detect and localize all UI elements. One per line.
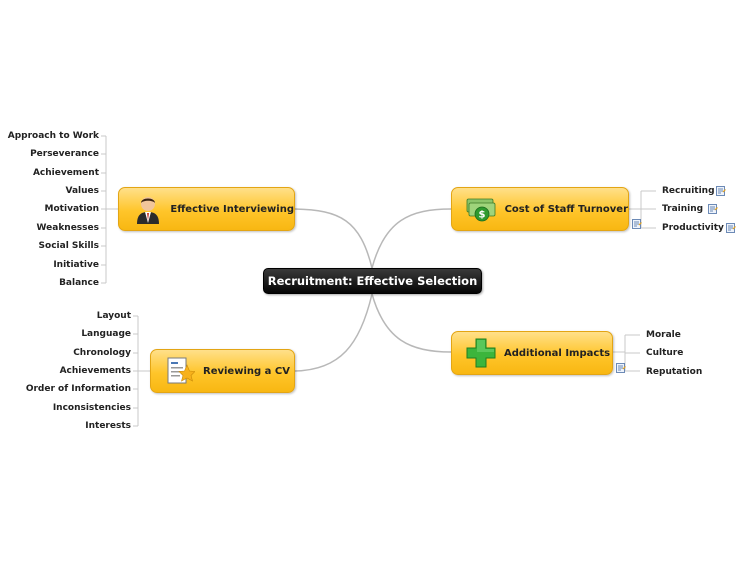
subtopic-recruiting[interactable]: Recruiting [662, 186, 715, 196]
subtopic-layout[interactable]: Layout [96, 311, 131, 321]
svg-text:$: $ [479, 210, 486, 221]
note-icon[interactable] [716, 186, 726, 196]
subtopic-language[interactable]: Language [81, 329, 131, 339]
money-icon: $ [466, 194, 499, 224]
subtopic-reputation[interactable]: Reputation [646, 367, 703, 377]
note-icon[interactable] [708, 204, 718, 214]
subtopic-interests[interactable]: Interests [85, 421, 131, 431]
subtopic-morale[interactable]: Morale [646, 330, 681, 340]
topic-label: Reviewing a CV [203, 365, 290, 377]
topic-cost-of-staff-turnover[interactable]: $ Cost of Staff Turnover [451, 187, 629, 231]
subtopic-order-of-information[interactable]: Order of Information [25, 384, 131, 394]
central-topic[interactable]: Recruitment: Effective Selection [263, 268, 482, 294]
topic-label: Cost of Staff Turnover [504, 203, 628, 215]
subtopic-achievements[interactable]: Achievements [59, 366, 131, 376]
topic-reviewing-cv[interactable]: Reviewing a CV [150, 349, 295, 393]
subtopic-chronology[interactable]: Chronology [73, 348, 131, 358]
subtopic-culture[interactable]: Culture [646, 348, 684, 358]
subtopic-inconsistencies[interactable]: Inconsistencies [52, 403, 131, 413]
businessman-icon [131, 194, 164, 224]
subtopic-motivation[interactable]: Motivation [44, 204, 99, 214]
central-topic-label: Recruitment: Effective Selection [267, 274, 478, 288]
topic-label: Effective Interviewing [170, 203, 294, 215]
note-icon[interactable] [632, 219, 642, 229]
topic-effective-interviewing[interactable]: Effective Interviewing [118, 187, 295, 231]
subtopic-social-skills[interactable]: Social Skills [38, 241, 99, 251]
subtopic-weaknesses[interactable]: Weaknesses [36, 223, 99, 233]
subtopic-balance[interactable]: Balance [59, 278, 99, 288]
subtopic-productivity[interactable]: Productivity [662, 223, 724, 233]
subtopic-training[interactable]: Training [662, 204, 704, 214]
subtopic-perseverance[interactable]: Perseverance [30, 149, 99, 159]
document-star-icon [163, 356, 197, 386]
topic-label: Additional Impacts [504, 347, 611, 359]
green-plus-icon [464, 338, 498, 368]
note-icon[interactable] [726, 223, 736, 233]
subtopic-initiative[interactable]: Initiative [53, 260, 99, 270]
subtopic-achievement[interactable]: Achievement [32, 168, 99, 178]
topic-additional-impacts[interactable]: Additional Impacts [451, 331, 613, 375]
subtopic-approach-to-work[interactable]: Approach to Work [7, 131, 99, 141]
note-icon[interactable] [616, 363, 626, 373]
subtopic-values[interactable]: Values [65, 186, 100, 196]
